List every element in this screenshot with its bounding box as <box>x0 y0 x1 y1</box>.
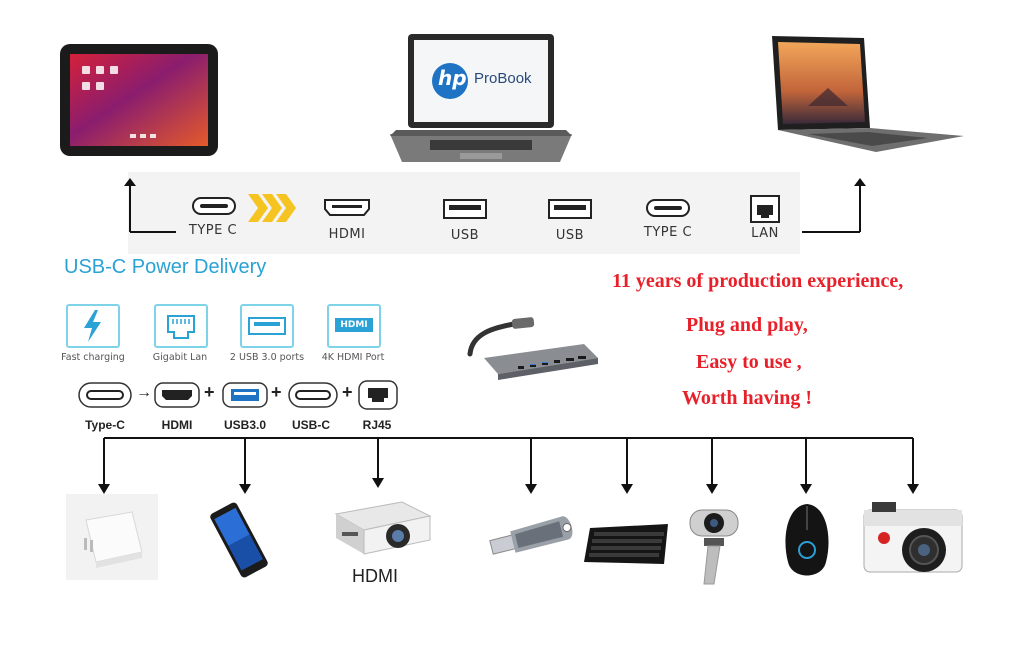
lan-port-icon <box>750 195 780 228</box>
promo-line-4: Worth having ! <box>682 387 813 409</box>
wall-charger-image <box>66 494 158 580</box>
type-c-connector-icon <box>78 382 132 413</box>
promo-line-2: Plug and play, <box>686 314 808 336</box>
hp-model-text: ProBook <box>474 70 532 87</box>
webcam-image <box>686 504 742 588</box>
connector-label-usb3: USB3.0 <box>223 418 267 432</box>
connector-label-type-c: Type-C <box>85 418 125 432</box>
hp-probook-laptop-image <box>390 34 572 162</box>
port-label-type-c-2: TYPE C <box>643 225 693 240</box>
port-label-lan: LAN <box>751 226 779 241</box>
projector-hdmi-label: HDMI <box>352 566 398 586</box>
feature-label-gigabit-lan: Gigabit Lan <box>152 352 208 363</box>
usb-port-outline-icon <box>248 317 286 335</box>
plus-symbol-2: + <box>271 382 282 402</box>
gaming-mouse-image <box>780 500 834 586</box>
hdmi-port-icon <box>324 199 370 222</box>
digital-camera-image <box>862 498 966 584</box>
feature-label-hdmi-port: 4K HDMI Port <box>321 352 385 363</box>
lightning-bolt-icon <box>84 310 101 342</box>
connector-label-rj45: RJ45 <box>362 418 392 432</box>
connector-label-hdmi: HDMI <box>161 418 193 432</box>
usb-port-icon-2 <box>548 199 592 224</box>
promo-line-1: 11 years of production experience, <box>612 270 904 292</box>
hdmi-port-box: HDMI <box>327 304 381 348</box>
fast-charging-box <box>66 304 120 348</box>
port-label-usb-2: USB <box>555 228 585 243</box>
usb-c-hub-image <box>462 314 602 384</box>
feature-label-usb-ports: 2 USB 3.0 ports <box>229 352 305 363</box>
right-connector-line <box>802 178 866 233</box>
usb3-connector-icon <box>222 382 268 413</box>
port-label-usb-1: USB <box>450 228 480 243</box>
power-delivery-title: USB-C Power Delivery <box>64 256 267 278</box>
chromebook-laptop-image <box>768 36 968 154</box>
smartphone-image <box>198 500 280 580</box>
feature-label-fast-charging: Fast charging <box>61 352 125 363</box>
hdmi-connector-icon <box>154 382 200 413</box>
chevron-arrows-icon <box>248 194 298 227</box>
rj45-connector-icon <box>358 380 398 415</box>
type-c-port-icon <box>192 197 236 220</box>
usb-flash-drive-image <box>488 508 578 564</box>
plus-symbol-1: + <box>204 382 215 402</box>
android-tablet-image <box>60 44 218 156</box>
projector-image <box>332 494 434 560</box>
hp-logo-text: hp <box>438 66 467 90</box>
plus-symbol-3: + <box>342 382 353 402</box>
type-c-port-icon-2 <box>646 199 690 222</box>
usb-c-connector-icon <box>288 382 338 413</box>
usb-ports-box <box>240 304 294 348</box>
promo-line-3: Easy to use , <box>696 351 802 373</box>
keyboard-image <box>582 518 672 572</box>
ethernet-port-icon <box>167 315 195 339</box>
usb-port-icon-1 <box>443 199 487 224</box>
port-label-type-c: TYPE C <box>188 223 238 238</box>
port-label-hdmi: HDMI <box>328 227 366 242</box>
hdmi-badge: HDMI <box>335 318 373 332</box>
connector-label-usb-c: USB-C <box>292 418 330 432</box>
left-connector-line <box>124 178 176 233</box>
arrow-symbol: → <box>136 384 152 401</box>
gigabit-lan-box <box>154 304 208 348</box>
